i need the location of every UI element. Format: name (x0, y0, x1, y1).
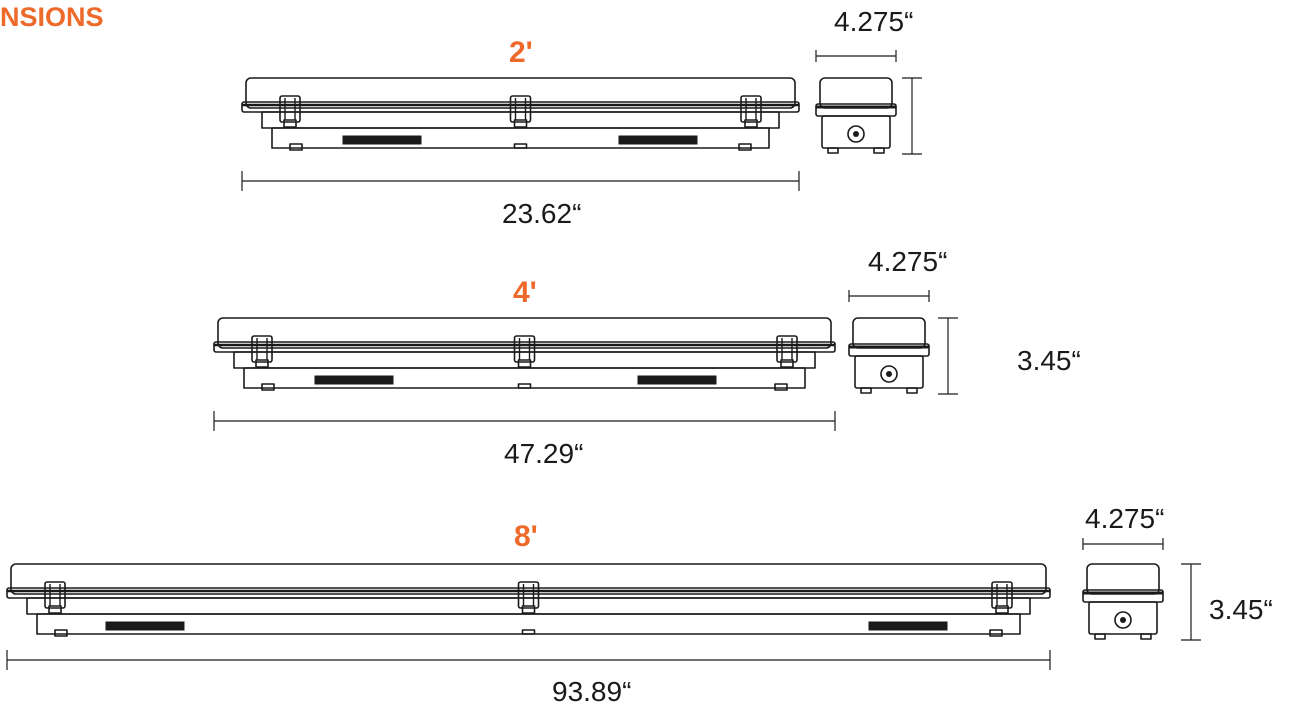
mounting-bracket (868, 621, 948, 631)
end-foot (873, 147, 885, 154)
fixture-length-label: 23.62“ (502, 198, 582, 229)
latch-clip (776, 335, 798, 363)
cable-gland-center (886, 371, 892, 377)
fixture-size-label: 8' (514, 520, 538, 553)
latch-clip-foot (744, 119, 758, 128)
end-housing (1088, 601, 1158, 635)
end-housing (854, 355, 924, 389)
fixture-end-view (1082, 538, 1201, 641)
cable-gland-icon (1114, 611, 1132, 629)
latch-clip-foot (255, 359, 269, 368)
latch-clip-foot (513, 119, 528, 128)
end-foot (906, 387, 918, 394)
fixture-height-label: 3.45“ (1209, 594, 1273, 625)
mounting-bracket (342, 135, 422, 145)
latch-clip (517, 581, 540, 609)
fixture-size-label: 2' (509, 36, 533, 69)
cable-gland-icon (880, 365, 898, 383)
fixture-length-label: 47.29“ (504, 438, 584, 469)
fixture-depth-label: 4.275“ (868, 246, 948, 277)
fixture-lens (10, 563, 1047, 595)
end-foot (1094, 633, 1106, 640)
latch-clip (740, 95, 762, 123)
fixture-height-label: 3.45“ (1017, 345, 1081, 376)
fixture-foot (521, 629, 536, 635)
fixture-depth-label: 4.275“ (834, 6, 914, 37)
latch-clip (509, 95, 532, 123)
mounting-bracket (618, 135, 698, 145)
fixture-foot (289, 143, 303, 151)
end-foot (860, 387, 872, 394)
fixture-band (241, 101, 800, 113)
mounting-bracket (637, 375, 717, 385)
fixture-foot (774, 383, 788, 391)
latch-clip-foot (995, 605, 1009, 614)
fixture-foot (738, 143, 752, 151)
cable-gland-center (1120, 617, 1126, 623)
fixture-foot (517, 383, 532, 389)
latch-clip (513, 335, 536, 363)
fixture-side-view (241, 77, 800, 191)
fixture-lens (245, 77, 796, 109)
page-title: NSIONS (0, 2, 104, 32)
fixture-band (213, 341, 836, 353)
latch-clip-foot (780, 359, 794, 368)
end-foot (1140, 633, 1152, 640)
fixture-side-view (213, 317, 836, 431)
fixture-depth-label: 4.275“ (1085, 503, 1165, 534)
fixture-band (6, 587, 1051, 599)
latch-clip (279, 95, 301, 123)
fixture-length-label: 93.89“ (552, 676, 632, 707)
fixture-lens (217, 317, 832, 349)
latch-clip-foot (521, 605, 536, 614)
latch-clip-foot (283, 119, 297, 128)
fixture-foot (261, 383, 275, 391)
fixture-foot (513, 143, 528, 149)
fixture-side-view (6, 563, 1051, 670)
end-housing (821, 115, 891, 149)
mounting-bracket (105, 621, 185, 631)
fixture-end-view (848, 290, 958, 395)
end-foot (827, 147, 839, 154)
cable-gland-center (853, 131, 859, 137)
latch-clip-foot (517, 359, 532, 368)
fixture-size-label: 4' (513, 276, 537, 309)
latch-clip-foot (48, 605, 62, 614)
fixture-end-view (815, 50, 922, 155)
latch-clip (991, 581, 1013, 609)
cable-gland-icon (847, 125, 865, 143)
latch-clip (251, 335, 273, 363)
fixture-foot (989, 629, 1003, 637)
mounting-bracket (314, 375, 394, 385)
latch-clip (44, 581, 66, 609)
fixture-foot (54, 629, 68, 637)
